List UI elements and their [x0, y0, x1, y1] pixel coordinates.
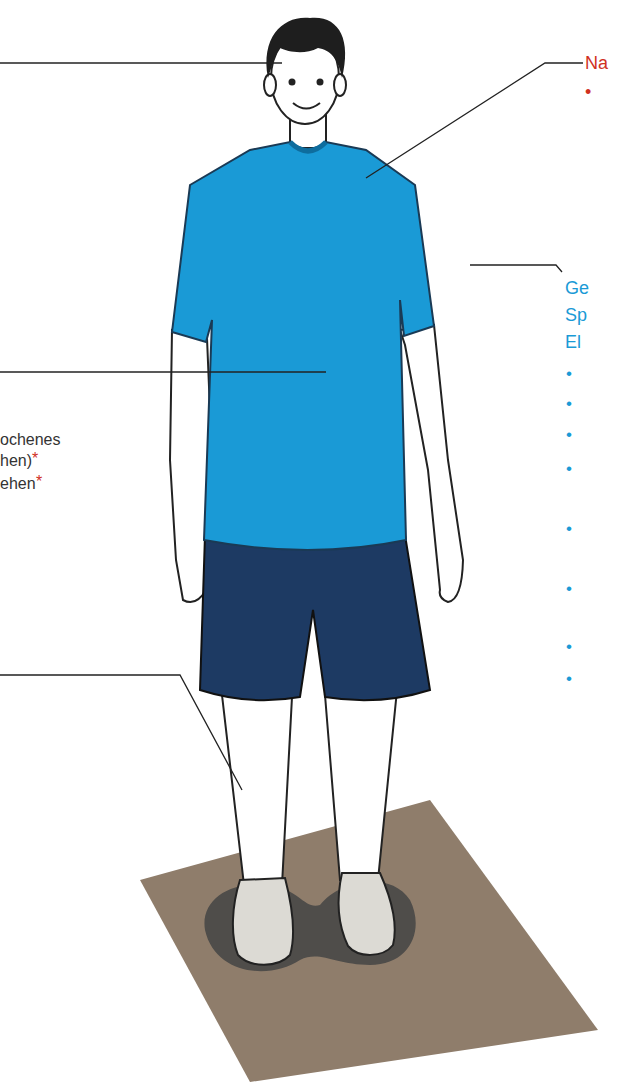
callout-label: Na: [585, 53, 608, 73]
callout-label: *: [36, 472, 42, 492]
leader-lines: [0, 63, 583, 790]
left-leg: [222, 695, 292, 885]
bullet: •: [566, 637, 572, 657]
bullet: •: [566, 459, 572, 479]
leader-line: [0, 62, 282, 63]
bullet: •: [585, 82, 591, 102]
bullet: •: [566, 519, 572, 539]
callout-label: ehen: [0, 474, 36, 494]
eye: [289, 79, 296, 86]
callout-label: El: [565, 332, 581, 352]
ear: [334, 74, 346, 96]
callout-label: hen): [0, 451, 32, 471]
callout-label: *: [32, 449, 38, 469]
leader-line: [0, 371, 326, 372]
bullet: •: [566, 394, 572, 414]
bullet: •: [566, 425, 572, 445]
collar: [290, 142, 326, 151]
bullet: •: [566, 364, 572, 384]
eye: [317, 79, 324, 86]
left-shoe: [233, 878, 293, 965]
right-leg: [325, 690, 397, 880]
bullet: •: [566, 579, 572, 599]
shorts: [200, 535, 430, 700]
leader-line: [470, 265, 562, 272]
t-shirt: [172, 142, 434, 550]
right-shoe: [339, 873, 395, 955]
leader-line: [0, 675, 242, 790]
hair: [266, 18, 345, 78]
bullet: •: [566, 669, 572, 689]
leader-line: [366, 63, 583, 178]
ear: [264, 74, 276, 96]
callout-label: ochenes: [0, 430, 61, 450]
callout-label: Sp: [565, 305, 587, 325]
mouth: [293, 103, 320, 109]
callout-label: Ge: [565, 278, 589, 298]
